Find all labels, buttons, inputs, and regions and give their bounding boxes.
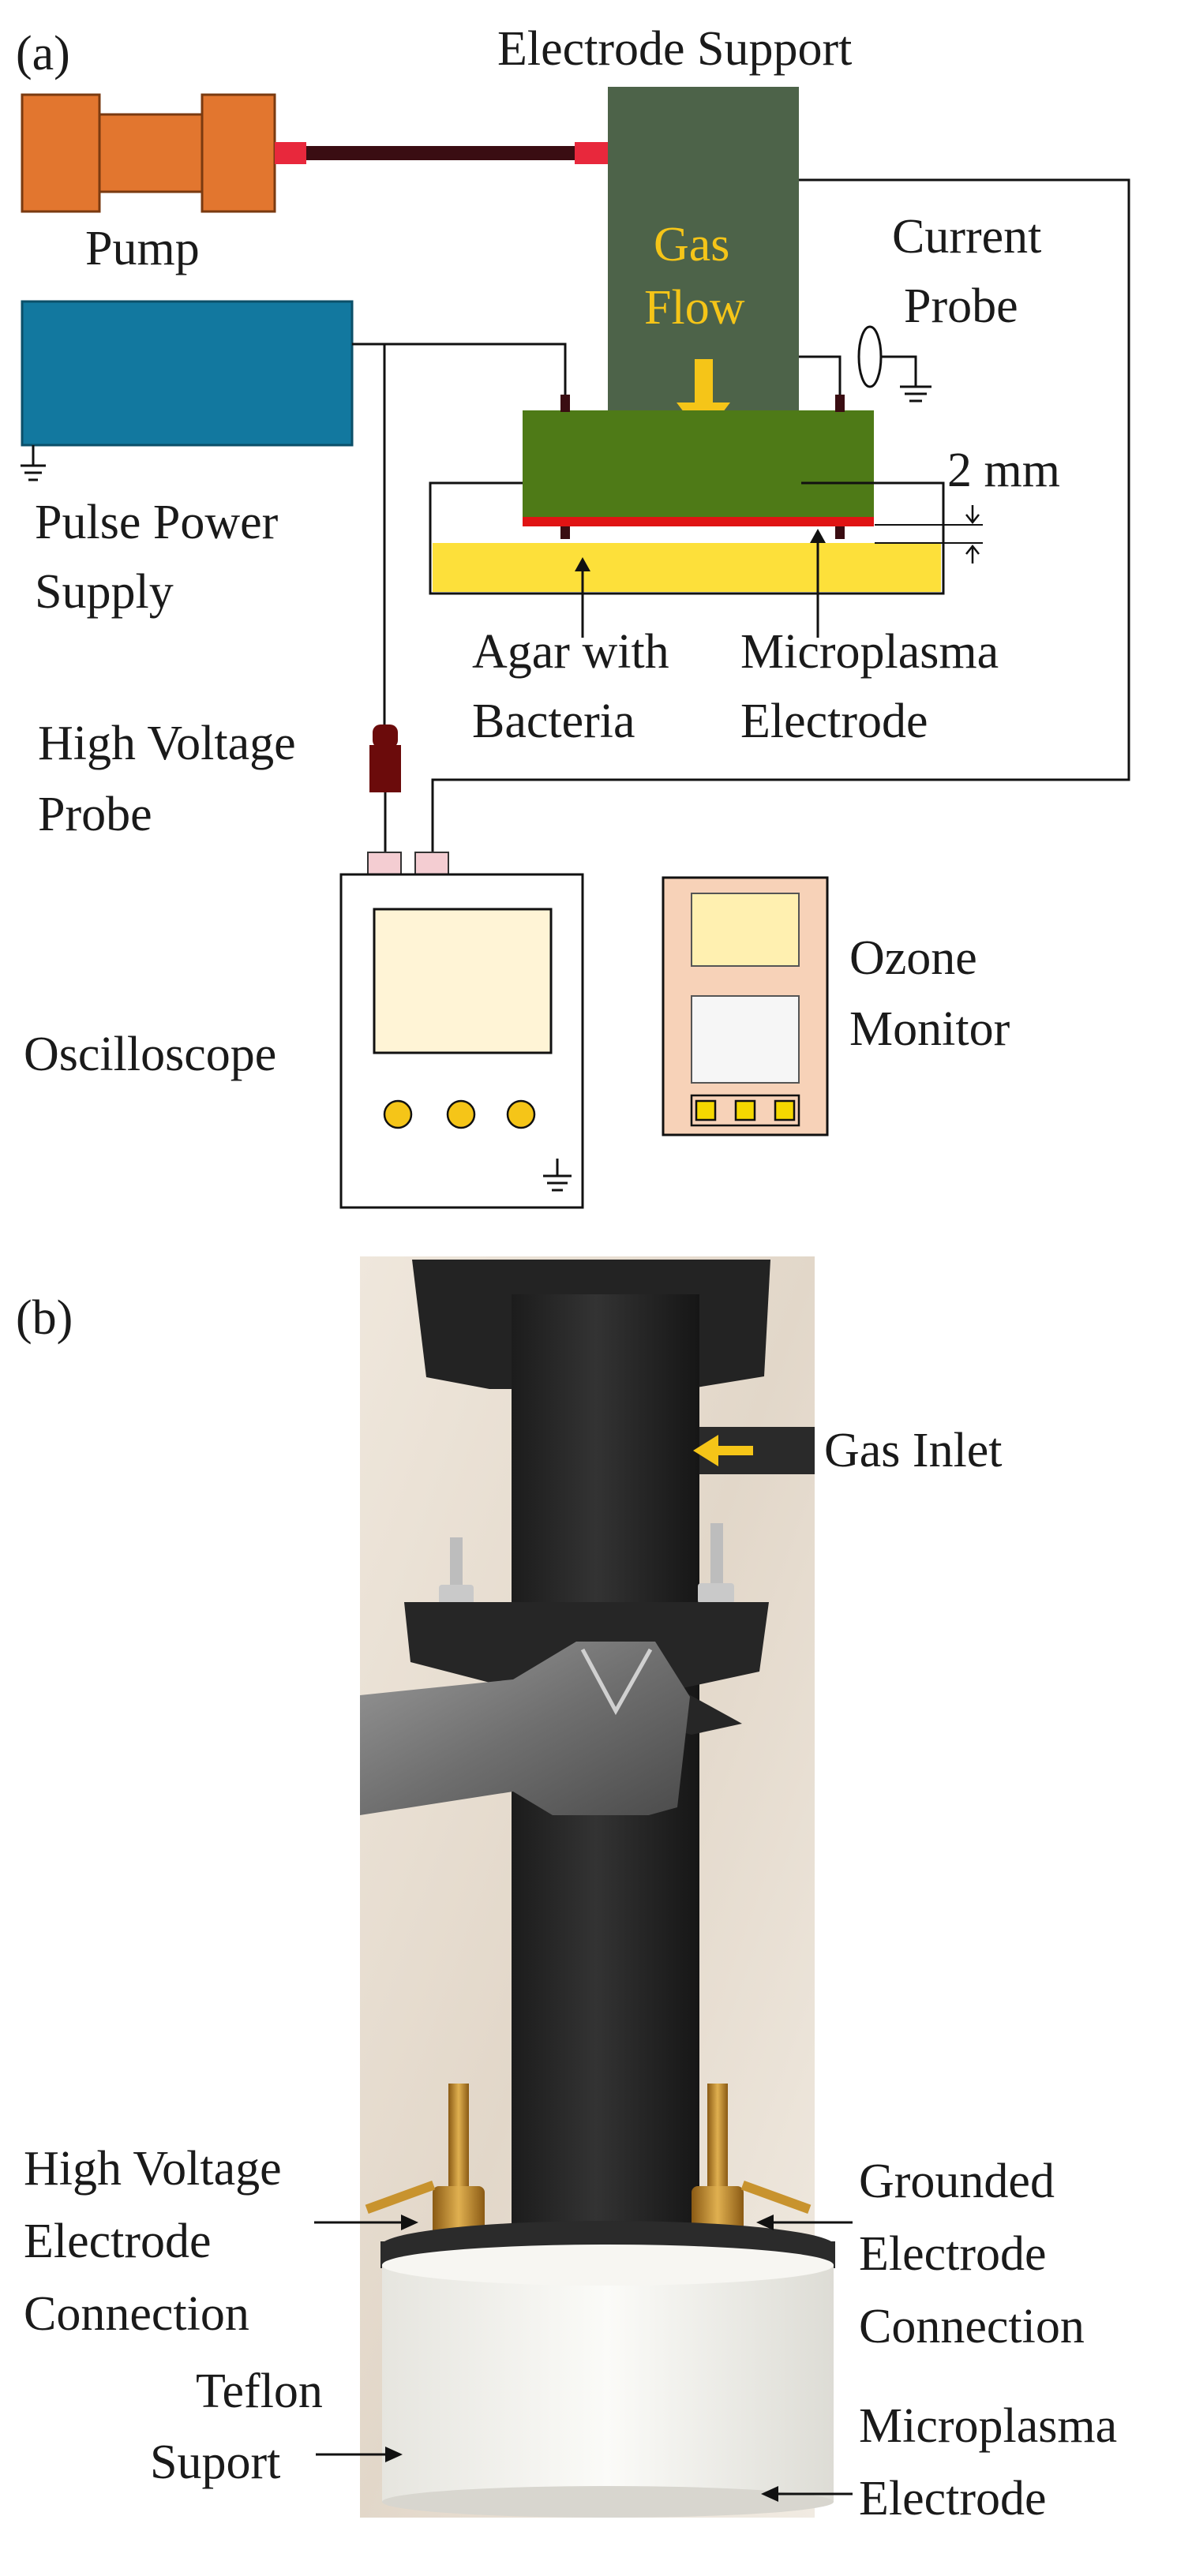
hv-connection-label-1: High Voltage xyxy=(24,2142,282,2196)
pump-right-cap xyxy=(201,93,276,213)
gas-flow-label-1: Gas xyxy=(654,218,729,271)
teflon-support xyxy=(382,2265,834,2502)
gas-inlet-arrow xyxy=(693,1435,753,1466)
current-probe-label-2: Probe xyxy=(904,279,1018,333)
pulse-power-label-2: Supply xyxy=(35,565,174,619)
ozone-button-2 xyxy=(734,1099,756,1121)
electrode-photo xyxy=(360,1256,835,2518)
scope-screen xyxy=(373,908,553,1054)
electrode-support xyxy=(608,87,799,412)
ozone-panel xyxy=(691,995,800,1084)
microplasma-label-2: Electrode xyxy=(740,695,928,748)
wiring xyxy=(352,178,1130,852)
electrode-block xyxy=(523,410,874,521)
oscilloscope-label: Oscilloscope xyxy=(24,1028,276,1081)
hv-connection-label-2: Electrode xyxy=(24,2215,212,2268)
scope-knob-1 xyxy=(383,1099,413,1129)
gap-label: 2 mm xyxy=(947,444,1060,497)
pulse-power-supply xyxy=(21,300,354,447)
grounded-connection-label-2: Electrode xyxy=(859,2227,1047,2281)
ozone-button-3 xyxy=(774,1099,796,1121)
gnd-terminal-top xyxy=(835,395,845,412)
agar-label-2: Bacteria xyxy=(472,695,635,748)
support-connector xyxy=(575,142,608,164)
panel-b-label: (b) xyxy=(16,1291,73,1345)
gas-tube xyxy=(306,146,575,160)
pump xyxy=(21,93,608,213)
pump-connector xyxy=(275,142,306,164)
ozone-monitor xyxy=(662,876,829,1136)
gas-inlet-label: Gas Inlet xyxy=(824,1424,1003,1477)
scope-channel-2 xyxy=(414,852,449,875)
dim-arrow-up xyxy=(965,544,980,564)
hv-terminal-top xyxy=(560,395,570,412)
current-probe xyxy=(857,325,931,402)
scope-knob-3 xyxy=(506,1099,536,1129)
panel-a: (a) Pump Electrode Support Gas Flow xyxy=(16,22,1130,1209)
gnd-brass-bolt xyxy=(707,2084,728,2202)
teflon-label-2: Suport xyxy=(150,2436,280,2489)
grounded-connection-label-1: Grounded xyxy=(859,2155,1055,2208)
hv-probe-label-2: Probe xyxy=(38,788,152,841)
microplasma-electrode-label-2: Electrode xyxy=(859,2472,1047,2525)
pump-label: Pump xyxy=(85,222,200,275)
plasma-layer xyxy=(523,517,874,526)
current-probe-label-1: Current xyxy=(892,210,1041,264)
scope-channel-1 xyxy=(367,852,402,875)
ozone-label-1: Ozone xyxy=(849,931,977,985)
teflon-label-1: Teflon xyxy=(196,2364,323,2418)
pump-body xyxy=(98,113,204,193)
agar-layer xyxy=(433,543,941,592)
hv-connection-label-3: Connection xyxy=(24,2287,249,2341)
microplasma-electrode-label-1: Microplasma xyxy=(859,2399,1117,2453)
ozone-label-2: Monitor xyxy=(849,1002,1010,1056)
grounded-connection-label-3: Connection xyxy=(859,2300,1085,2353)
gas-flow-label-2: Flow xyxy=(644,281,745,335)
ozone-button-1 xyxy=(695,1099,717,1121)
panel-b: (b) xyxy=(16,1256,1117,2525)
panel-a-label: (a) xyxy=(16,27,70,80)
hv-brass-bolt xyxy=(448,2084,469,2202)
scope-knob-2 xyxy=(446,1099,476,1129)
pump-left-cap xyxy=(21,93,101,213)
dim-arrow-down xyxy=(965,505,980,525)
microplasma-label-1: Microplasma xyxy=(740,625,999,679)
support-clamp xyxy=(360,1642,690,1820)
hv-probe-label-1: High Voltage xyxy=(38,717,296,770)
pulse-power-label-1: Pulse Power xyxy=(35,496,279,549)
ozone-display xyxy=(691,893,800,967)
oscilloscope xyxy=(339,852,584,1209)
electrode-support-label: Electrode Support xyxy=(497,22,852,76)
hv-probe xyxy=(369,724,401,852)
ground-symbol xyxy=(21,445,46,481)
agar-label-1: Agar with xyxy=(472,625,669,679)
scope-ground-symbol xyxy=(543,1159,572,1192)
